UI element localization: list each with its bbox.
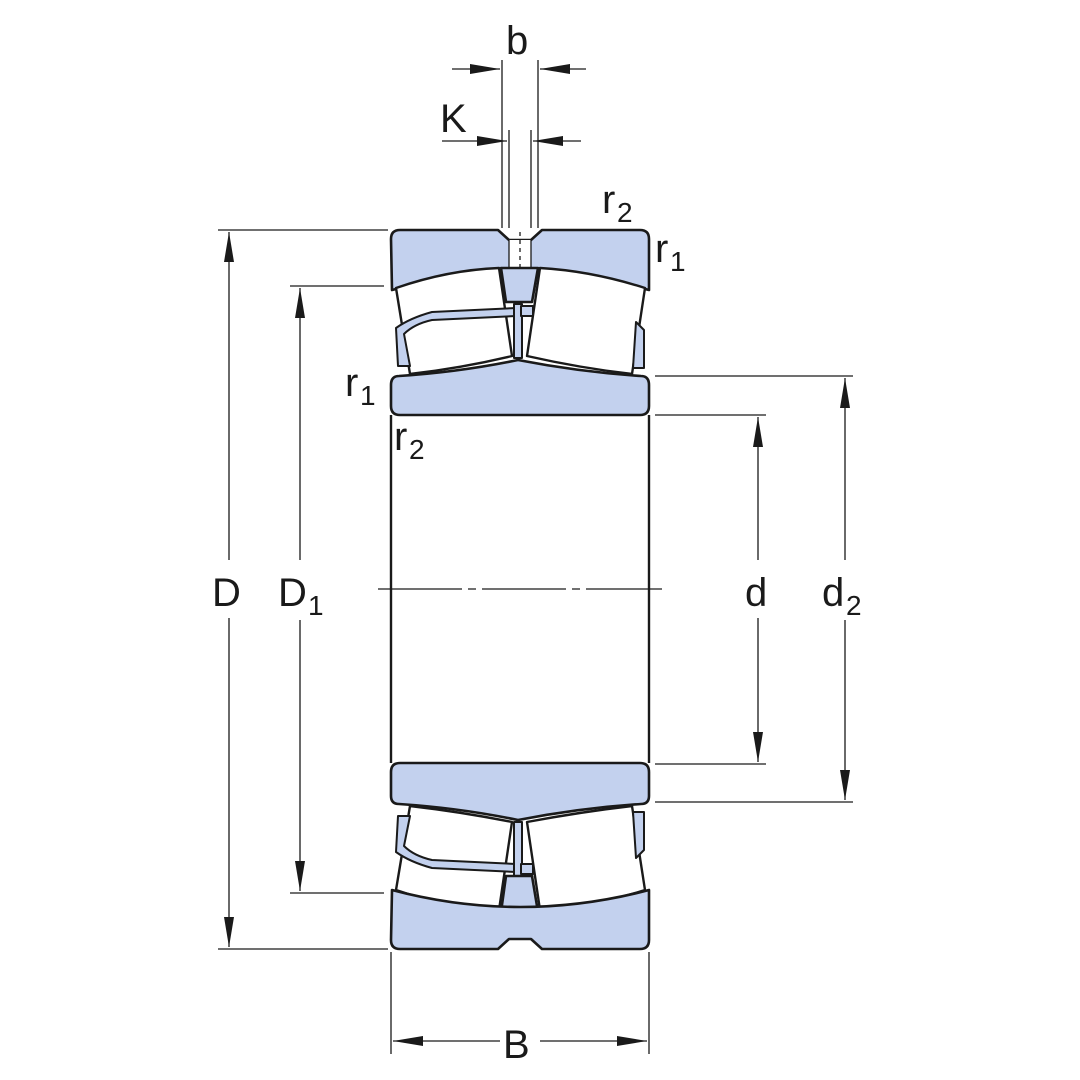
label-r2-left: r (394, 415, 407, 459)
label-d: d (745, 571, 767, 615)
label-d2: d (822, 571, 844, 615)
lubrication-hole (509, 240, 531, 268)
label-D1: D (278, 571, 307, 615)
dim-d: d (655, 414, 767, 765)
bottom-section (389, 761, 651, 951)
label-r1-left-sub: 1 (360, 380, 376, 411)
label-r2-top-sub: 2 (617, 197, 633, 228)
label-r1-top: r (655, 227, 668, 271)
radius-labels: r 2 r 1 r 1 r 2 (345, 178, 686, 465)
label-r2-top: r (602, 178, 615, 222)
label-D: D (212, 571, 241, 615)
dim-D: D (212, 229, 388, 950)
dim-b: b (452, 19, 586, 228)
label-r2-left-sub: 2 (409, 434, 425, 465)
dim-K: K (440, 97, 581, 228)
top-section (389, 228, 651, 417)
label-b: b (506, 19, 528, 63)
inner-ring-top (389, 358, 651, 417)
roller-left-top (394, 266, 514, 376)
roller-right-top (525, 266, 647, 376)
inner-ring-bottom (389, 761, 651, 822)
label-K: K (440, 97, 467, 141)
label-r1-top-sub: 1 (670, 246, 686, 277)
dim-d2: d 2 (655, 375, 862, 803)
dim-D1: D 1 (278, 285, 384, 894)
outer-ring-bottom (389, 888, 651, 951)
outer-ring-bridge-top (499, 266, 540, 304)
label-B: B (503, 1023, 530, 1067)
dim-B: B (390, 952, 650, 1067)
label-r1-left: r (345, 361, 358, 405)
label-d2-sub: 2 (846, 590, 862, 621)
cage-top (395, 307, 517, 367)
label-D1-sub: 1 (308, 590, 324, 621)
